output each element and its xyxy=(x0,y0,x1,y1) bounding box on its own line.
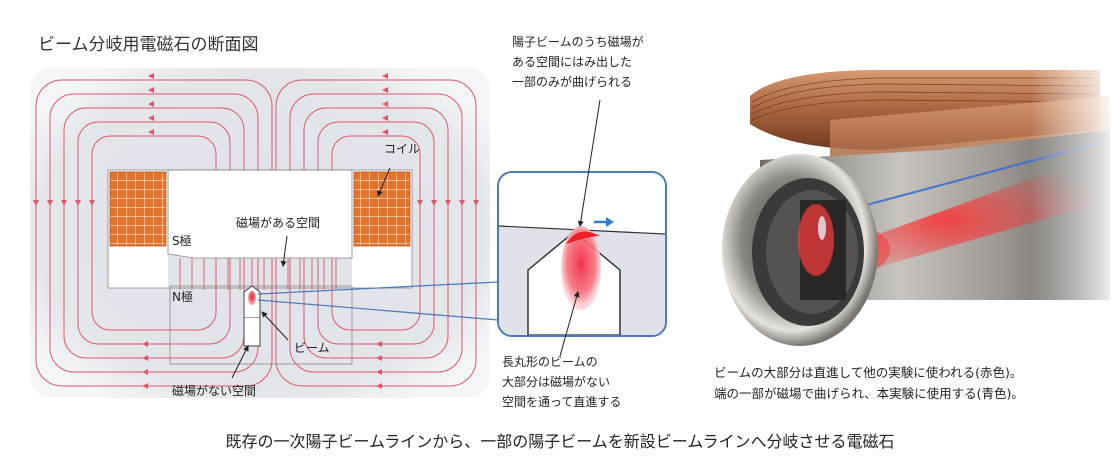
render-description-line: ビームの大部分は直進して他の実験に使われる(赤色)。 xyxy=(714,362,1024,383)
bottom-annotation-line: 空間を通って直進する xyxy=(502,392,621,412)
s-pole-label: S極 xyxy=(172,232,192,251)
top-annotation-line: 陽子ビームのうち磁場が xyxy=(512,32,644,52)
top-annotation: 陽子ビームのうち磁場が ある空間にはみ出した 一部のみが曲げられる xyxy=(512,32,644,92)
coil-left xyxy=(110,172,166,246)
field-space-label: 磁場がある空間 xyxy=(236,214,320,233)
bottom-annotation: 長丸形のビームの 大部分は磁場がない 空間を通って直進する xyxy=(502,352,621,412)
figure-caption: 既存の一次陽子ビームラインから、一部の陽子ビームを新設ビームラインへ分岐させる電… xyxy=(0,428,1120,452)
render-description: ビームの大部分は直進して他の実験に使われる(赤色)。 端の一部が磁場で曲げられ、… xyxy=(714,362,1024,404)
zoom-box xyxy=(498,172,666,336)
top-annotation-line: 一部のみが曲げられる xyxy=(512,72,644,92)
n-pole-label: N極 xyxy=(172,288,193,307)
bottom-annotation-line: 長丸形のビームの xyxy=(502,352,621,372)
render-description-line: 端の一部が磁場で曲げられ、本実験に使用する(青色)。 xyxy=(714,383,1024,404)
bottom-annotation-line: 大部分は磁場がない xyxy=(502,372,621,392)
beam-label: ビーム xyxy=(294,339,330,358)
beam-small xyxy=(248,291,256,305)
coil-right xyxy=(354,172,410,246)
magnet-render xyxy=(722,60,1120,346)
top-annotation-line: ある空間にはみ出した xyxy=(512,52,644,72)
coil-label: コイル xyxy=(384,140,420,159)
no-field-space-label: 磁場がない空間 xyxy=(172,382,256,401)
